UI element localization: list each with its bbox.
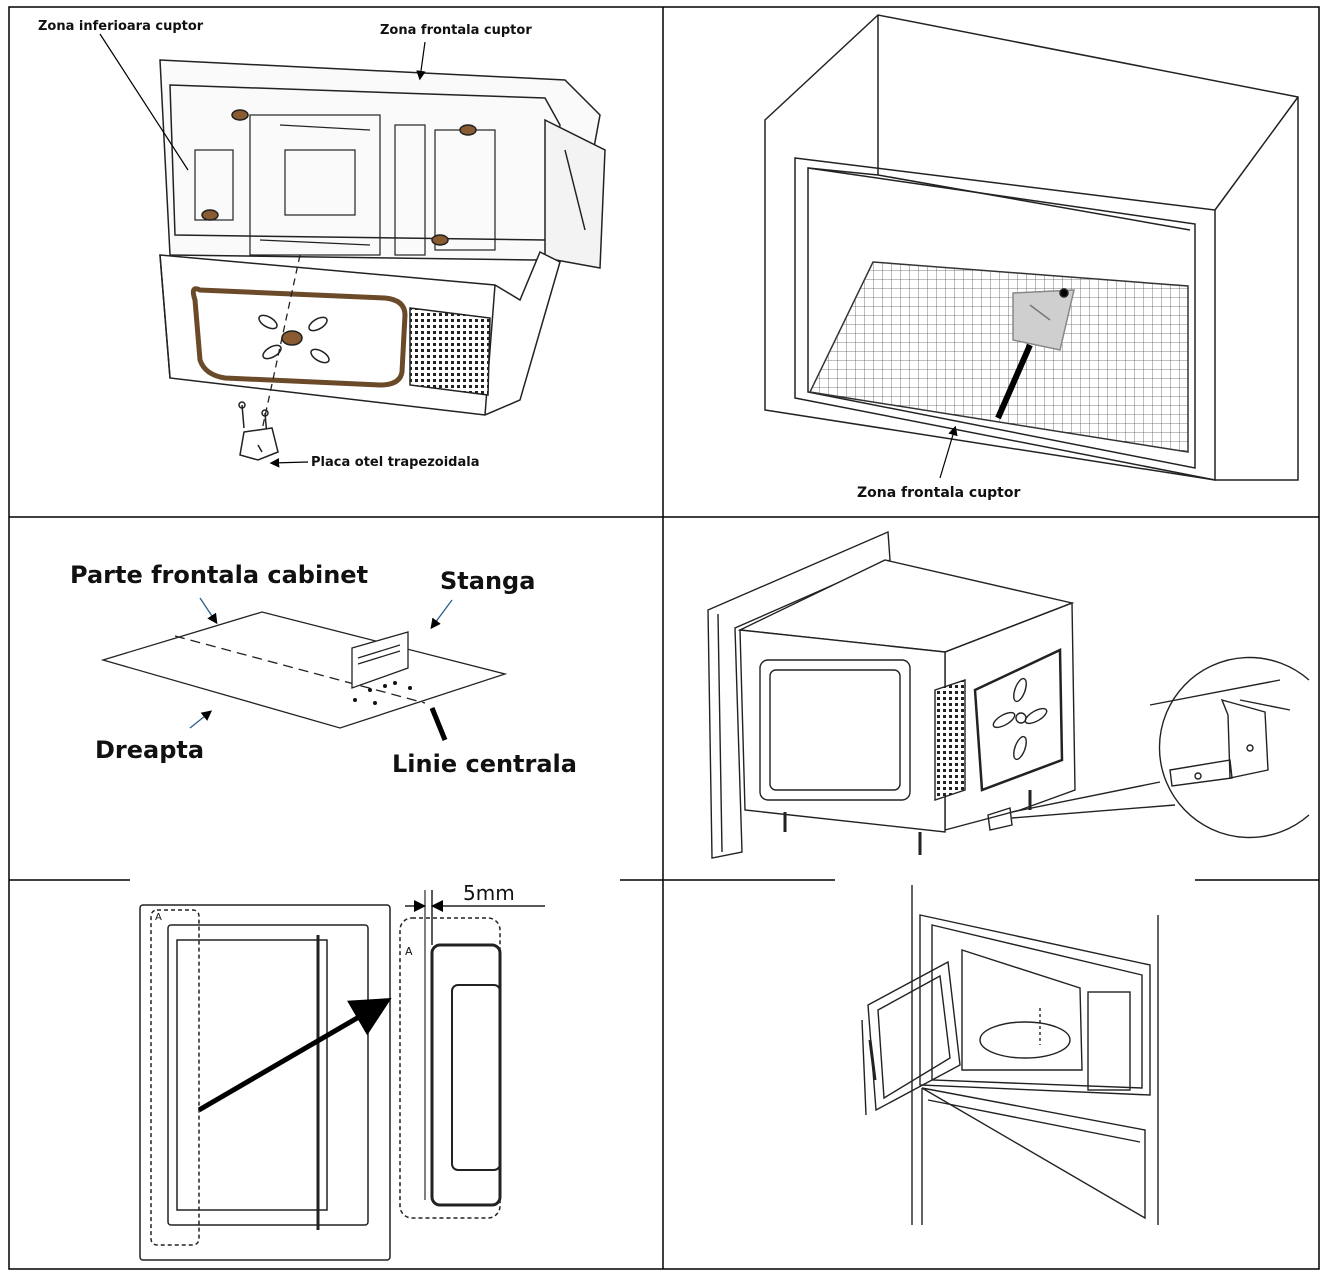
- table-borders: [8, 6, 1320, 1270]
- panel1-leader-lines: [99, 33, 426, 468]
- label-right: Dreapta: [95, 736, 204, 764]
- label-cabinet-front: Parte frontala cabinet: [70, 561, 368, 589]
- panel3-leader-lines: [189, 597, 453, 729]
- panel-cabinet-floor: Parte frontala cabinet Stanga Dreapta Li…: [70, 561, 577, 778]
- installed-oven-illustration: [861, 885, 1159, 1225]
- panel-oven-underside: Zona inferioara cuptor Zona frontala cup…: [38, 19, 606, 470]
- oven-bracket-illustration: [707, 530, 1310, 859]
- panel2-leader-line: [939, 425, 958, 479]
- panel-gap-detail: 5mm A A: [139, 881, 545, 1261]
- label-gap: 5mm: [463, 881, 515, 905]
- label-a-small: A: [155, 912, 162, 923]
- gap-detail-illustration: [139, 890, 545, 1261]
- label-a-large: A: [405, 945, 413, 958]
- label-left: Stanga: [440, 567, 535, 595]
- panel-cabinet-box: Zona frontala cuptor: [764, 14, 1299, 501]
- label-center-line: Linie centrala: [392, 750, 577, 778]
- label-front-zone-bottom: Zona frontala cuptor: [857, 485, 1020, 501]
- cabinet-floor-illustration: [100, 611, 508, 741]
- label-front-zone-top: Zona frontala cuptor: [380, 23, 532, 38]
- label-steel-plate: Placa otel trapezoidala: [311, 455, 480, 470]
- label-bottom-zone: Zona inferioara cuptor: [38, 19, 204, 34]
- cabinet-illustration: [764, 14, 1299, 481]
- oven-underside-illustration: [159, 59, 606, 461]
- panel-installed-oven: [861, 885, 1159, 1225]
- panel-oven-with-bracket: [707, 530, 1310, 859]
